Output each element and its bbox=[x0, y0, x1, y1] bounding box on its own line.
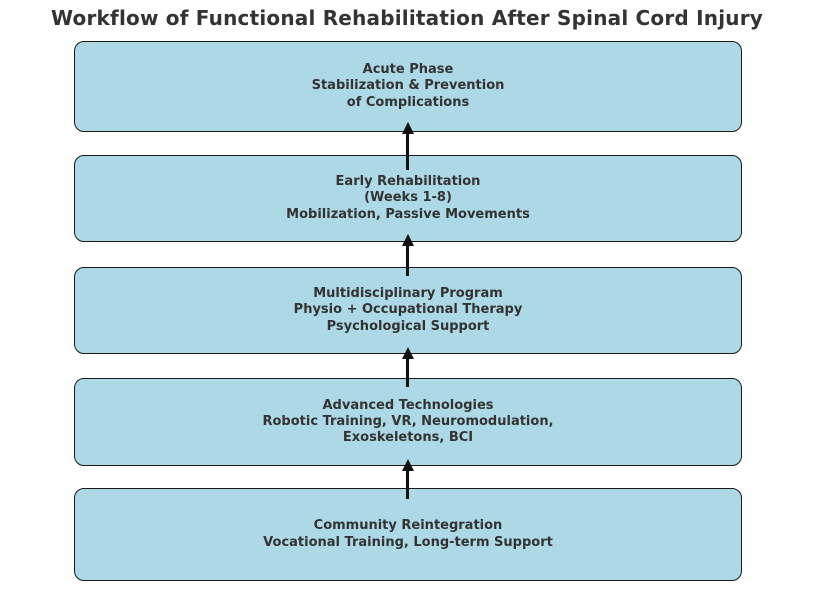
stage-line: Physio + Occupational Therapy bbox=[293, 302, 523, 318]
stage-line: Mobilization, Passive Movements bbox=[286, 206, 530, 222]
arrow-line bbox=[406, 131, 409, 170]
arrow-line bbox=[406, 468, 409, 499]
arrow-head-icon bbox=[401, 122, 414, 134]
stage-line: Stabilization & Prevention bbox=[311, 78, 505, 94]
stage-line: Psychological Support bbox=[326, 318, 490, 334]
diagram-title: Workflow of Functional Rehabilitation Af… bbox=[51, 6, 763, 30]
arrow-line bbox=[406, 356, 409, 387]
flow-arrow-up-icon bbox=[401, 347, 414, 387]
stage-line: Advanced Technologies bbox=[322, 397, 494, 413]
flow-arrow-up-icon bbox=[401, 234, 414, 276]
stage-line: Early Rehabilitation bbox=[335, 174, 481, 190]
stage-line: Exoskeletons, BCI bbox=[342, 430, 474, 446]
arrow-head-icon bbox=[401, 234, 414, 246]
arrow-line bbox=[406, 243, 409, 276]
stage-line: Robotic Training, VR, Neuromodulation, bbox=[262, 413, 554, 429]
stage-box-multidisciplinary-program: Multidisciplinary Program Physio + Occup… bbox=[74, 267, 742, 354]
stage-line: Multidisciplinary Program bbox=[313, 286, 503, 302]
stage-box-acute-phase: Acute Phase Stabilization & Prevention o… bbox=[74, 41, 742, 132]
arrow-head-icon bbox=[401, 459, 414, 471]
flow-arrow-up-icon bbox=[401, 459, 414, 499]
stage-line: Community Reintegration bbox=[313, 518, 503, 534]
stage-line: (Weeks 1-8) bbox=[364, 190, 452, 206]
stage-line: Vocational Training, Long-term Support bbox=[263, 534, 553, 550]
stage-box-community-reintegration: Community Reintegration Vocational Train… bbox=[74, 488, 742, 581]
stage-box-advanced-technologies: Advanced Technologies Robotic Training, … bbox=[74, 378, 742, 466]
stage-line: of Complications bbox=[346, 94, 470, 110]
flow-arrow-up-icon bbox=[401, 122, 414, 170]
arrow-head-icon bbox=[401, 347, 414, 359]
stage-line: Acute Phase bbox=[362, 62, 454, 78]
